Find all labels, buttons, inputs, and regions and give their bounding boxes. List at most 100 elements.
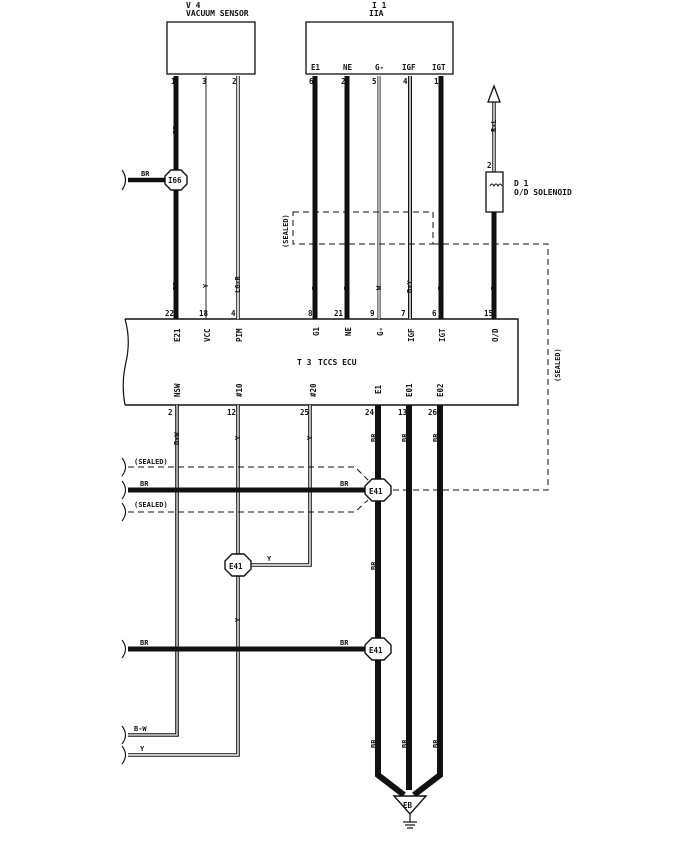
iia-pin-2: 2 [341, 77, 346, 86]
wc-y-20-h: Y [267, 555, 272, 563]
wc-br-mid-right: BR [340, 480, 349, 488]
vacuum-sensor-box [166, 21, 256, 75]
sealed-line-upper [128, 466, 369, 481]
wc-rl: R-L [490, 119, 498, 132]
wc-y-10: Y [234, 435, 242, 440]
sealed-line-lower [128, 499, 369, 513]
ecu-pin-24: 24 [365, 408, 375, 417]
ecu-term-e1: E1 [374, 384, 383, 394]
ecu-box-break [122, 318, 129, 406]
wc-r-od: R [490, 285, 498, 290]
iia-pin-1: 1 [434, 77, 439, 86]
wc-b-ne: B [343, 286, 351, 290]
sealed-label-upper: (SEALED) [134, 458, 168, 466]
wc-br-i66: BR [141, 170, 150, 178]
vacuum-sensor-code: V 4 [186, 1, 201, 10]
ecu-term-igf: IGF [407, 328, 416, 342]
ecu-name: TCCS ECU [318, 358, 357, 367]
wc-br-e1-mid: BR [370, 561, 378, 570]
ecu-code: T 3 [297, 358, 312, 367]
wc-bw-nsw: B-W [173, 432, 181, 445]
wc-y-20: Y [306, 435, 314, 440]
wc-br-e21: BR [172, 281, 180, 290]
ecu-term-nsw: NSW [173, 383, 182, 397]
wire-break-marks [121, 457, 127, 765]
ecu-term-igt: IGT [438, 328, 447, 342]
wire-br-e02 [412, 405, 443, 798]
od-solenoid-code: D 1 [514, 179, 529, 188]
ecu-pin-8: 8 [308, 309, 313, 318]
iia-terminal-g-: G- [375, 63, 384, 72]
splice-e41-y-label: E41 [229, 562, 243, 571]
vacuum-sensor-name: VACUUM SENSOR [186, 9, 249, 18]
wc-br-low-right: BR [340, 639, 349, 647]
od-solenoid-name: O/D SOLENOID [514, 188, 572, 197]
vacuum-pin-3: 3 [202, 77, 207, 86]
ecu-pin-7: 7 [401, 309, 406, 318]
splice-e41-mid-label: E41 [369, 487, 383, 496]
ecu-term-od: O/D [491, 328, 500, 342]
wc-by-igf: B-Y [406, 280, 414, 293]
ground-eb [392, 795, 428, 816]
wc-bw-left: B-W [134, 725, 147, 733]
ecu-pin-2: 2 [168, 408, 173, 417]
ecu-pin-18: 18 [199, 309, 209, 318]
wc-br-low-left: BR [140, 639, 149, 647]
ecu-pin-22: 22 [165, 309, 174, 318]
wc-br-e01-low: BR [401, 739, 409, 748]
od-solenoid-symbol [485, 171, 504, 213]
wc-br-mid-left: BR [140, 480, 149, 488]
iia-pin-5: 5 [372, 77, 377, 86]
iia-pin-6: 6 [309, 77, 314, 86]
wc-br-e1: BR [370, 433, 378, 442]
iia-terminal-igf: IGF [402, 63, 416, 72]
vacuum-pin-2: 2 [232, 77, 237, 86]
iia-name: IIA [369, 9, 384, 18]
wc-y-left: Y [140, 745, 145, 753]
ecu-term-e02: E02 [436, 383, 445, 397]
ecu-pin-12: 12 [227, 408, 236, 417]
ecu-pin-4: 4 [231, 309, 236, 318]
ecu-pin-6: 6 [432, 309, 437, 318]
ecu-term-ne: NE [344, 326, 353, 336]
iia-code: I 1 [372, 1, 387, 10]
wire-bw-nsw [128, 405, 179, 737]
arrow-up-icon [487, 84, 501, 103]
sealed-label-top: (SEALED) [282, 214, 290, 248]
ecu-term-pim: PIM [235, 328, 244, 342]
wc-br-e1-low: BR [370, 739, 378, 748]
wire-br-e1 [375, 405, 406, 798]
wc-lgr-pim: LG-R [234, 275, 242, 293]
wc-br-e01: BR [401, 433, 409, 442]
splice-e41-mid [364, 478, 392, 502]
ecu-term-20: #20 [309, 383, 318, 397]
ecu-term-g-: G- [376, 327, 385, 336]
ecu-term-vcc: VCC [203, 328, 212, 342]
wc-y-10-low: Y [234, 617, 242, 622]
solenoid-coil-icon [489, 183, 503, 188]
wc-b-igt: B [437, 286, 445, 290]
iia-terminal-igt: IGT [432, 63, 446, 72]
splice-e41-y [224, 553, 252, 577]
splice-e41-low [364, 637, 392, 661]
ecu-pin-9: 9 [370, 309, 375, 318]
iia-pin-4: 4 [403, 77, 408, 86]
splice-i66-label: I66 [168, 176, 182, 185]
ecu-pin-25: 25 [300, 408, 309, 417]
ground-eb-label: EB [403, 801, 413, 810]
sealed-label-right: (SEALED) [554, 348, 562, 382]
ecu-term-10: #10 [235, 383, 244, 397]
iia-terminal-ne: NE [343, 63, 353, 72]
wire-y-20 [250, 405, 312, 567]
ecu-pin-26: 26 [428, 408, 438, 417]
wc-br-e02-low: BR [432, 739, 440, 748]
ecu-term-e21: E21 [173, 328, 182, 342]
wc-br-e02: BR [432, 433, 440, 442]
wc-b-g1: B [311, 286, 319, 290]
sealed-box-top [292, 211, 434, 245]
solenoid-pin-2: 2 [487, 161, 492, 170]
ecu-pin-15: 15 [484, 309, 493, 318]
splice-e41-low-label: E41 [369, 646, 383, 655]
